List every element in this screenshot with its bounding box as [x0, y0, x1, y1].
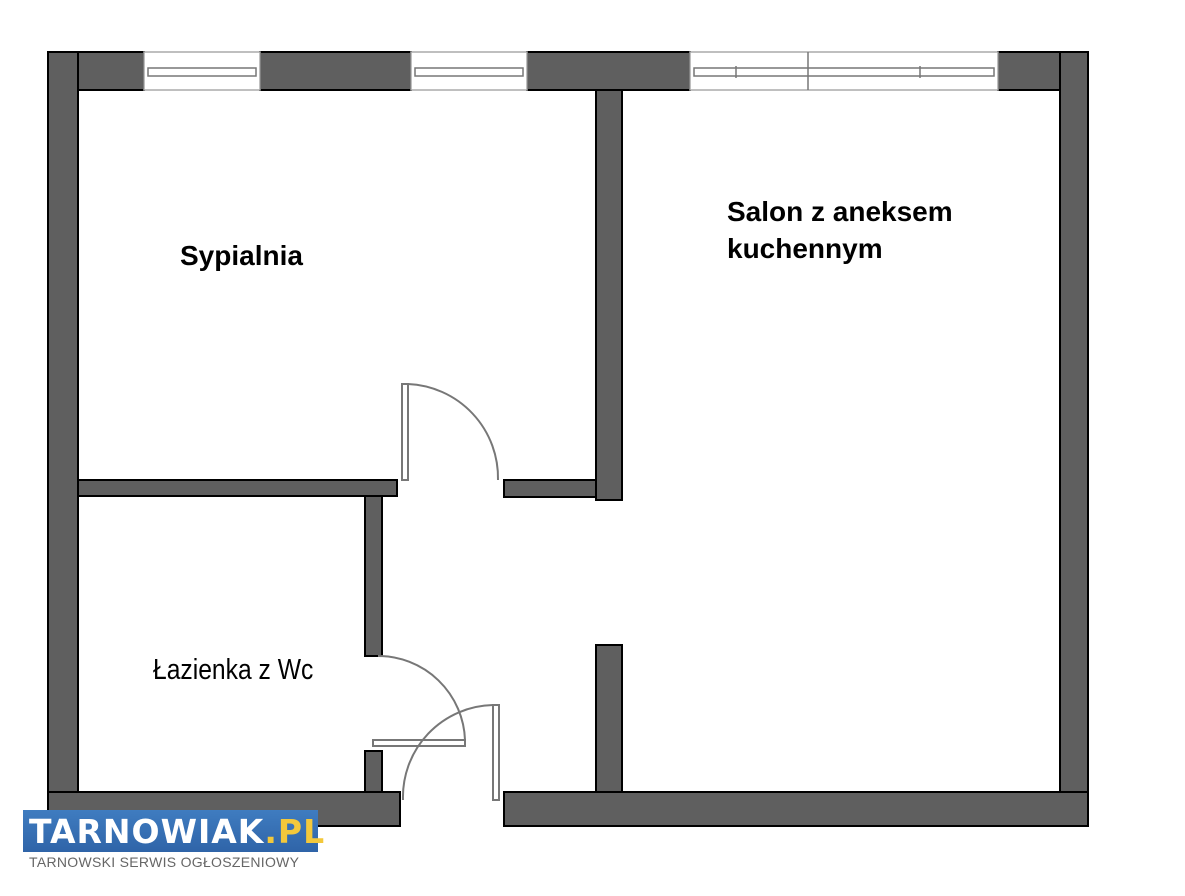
wall-bath-lower [364, 750, 383, 793]
window-3-sash [693, 67, 995, 77]
wall-bedroom-right [503, 479, 597, 498]
walls [47, 51, 1089, 827]
wall-left [47, 51, 79, 827]
doors [372, 383, 500, 801]
logo-tagline: TARNOWSKI SERWIS OGŁOSZENIOWY [29, 854, 300, 870]
logo-suffix: .PL [264, 812, 326, 851]
wall-top-3 [526, 51, 691, 91]
room-label-living-line1: Salon z aneksem [727, 196, 953, 227]
window-1-sash [147, 67, 257, 77]
door-entrance-leaf [492, 704, 500, 801]
wall-bottom-right [503, 791, 1089, 827]
logo: TARNOWIAK.PL [23, 810, 324, 852]
windows [143, 51, 999, 91]
room-label-bedroom: Sypialnia [180, 240, 303, 271]
wall-partition-upper [595, 89, 623, 501]
door-bedroom-swing [407, 383, 500, 481]
wall-partition-lower [595, 644, 623, 793]
window-2-sash [414, 67, 524, 77]
room-label-living-line2: kuchennym [727, 233, 883, 264]
logo-name: TARNOWIAK [29, 812, 265, 851]
wall-top-2 [259, 51, 412, 91]
wall-right [1059, 51, 1089, 827]
wall-bedroom-bath [77, 479, 398, 497]
door-entrance-swing [401, 704, 494, 801]
room-label-bathroom: Łazienka z Wc [153, 654, 314, 686]
door-bath-swing [377, 655, 466, 741]
door-bedroom-leaf [401, 383, 409, 481]
wall-bath-upper [364, 495, 383, 657]
